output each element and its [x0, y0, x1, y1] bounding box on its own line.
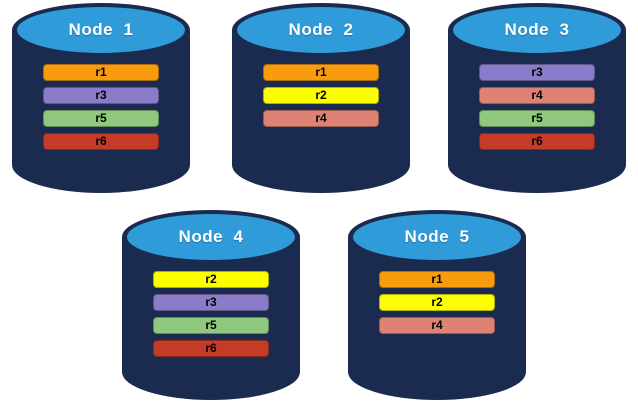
node-cylinder-5: Node 5 r1 r2 r4: [348, 210, 526, 400]
replica-bar-r2: r2: [263, 87, 379, 104]
replica-bar-r1: r1: [43, 64, 159, 81]
replica-bar-r4: r4: [479, 87, 595, 104]
replica-bar-r5: r5: [153, 317, 269, 334]
cylinder-top: Node 3: [453, 7, 621, 53]
replica-bar-r2: r2: [379, 294, 495, 311]
replica-list: r2 r3 r5 r6: [153, 271, 269, 363]
replica-list: r1 r3 r5 r6: [43, 64, 159, 156]
node-title: Node 1: [68, 20, 134, 39]
replica-bar-r5: r5: [479, 110, 595, 127]
node-title: Node 2: [288, 20, 354, 39]
replica-bar-r1: r1: [263, 64, 379, 81]
replica-bar-r3: r3: [479, 64, 595, 81]
cylinder-top: Node 1: [17, 7, 185, 53]
replica-bar-r6: r6: [153, 340, 269, 357]
node-title: Node 5: [404, 227, 470, 246]
node-title: Node 3: [504, 20, 570, 39]
cylinder-top: Node 2: [237, 7, 405, 53]
node-cylinder-3: Node 3 r3 r4 r5 r6: [448, 3, 626, 193]
replica-bar-r6: r6: [479, 133, 595, 150]
replica-bar-r2: r2: [153, 271, 269, 288]
node-title: Node 4: [178, 227, 244, 246]
replica-bar-r3: r3: [43, 87, 159, 104]
replica-bar-r5: r5: [43, 110, 159, 127]
node-cylinder-2: Node 2 r1 r2 r4: [232, 3, 410, 193]
replica-list: r3 r4 r5 r6: [479, 64, 595, 156]
replica-list: r1 r2 r4: [379, 271, 495, 340]
node-cylinder-4: Node 4 r2 r3 r5 r6: [122, 210, 300, 400]
replica-bar-r3: r3: [153, 294, 269, 311]
node-cylinder-1: Node 1 r1 r3 r5 r6: [12, 3, 190, 193]
replica-bar-r4: r4: [379, 317, 495, 334]
cylinder-top: Node 5: [353, 214, 521, 260]
replica-bar-r6: r6: [43, 133, 159, 150]
replica-list: r1 r2 r4: [263, 64, 379, 133]
replica-bar-r4: r4: [263, 110, 379, 127]
replica-bar-r1: r1: [379, 271, 495, 288]
cylinder-top: Node 4: [127, 214, 295, 260]
